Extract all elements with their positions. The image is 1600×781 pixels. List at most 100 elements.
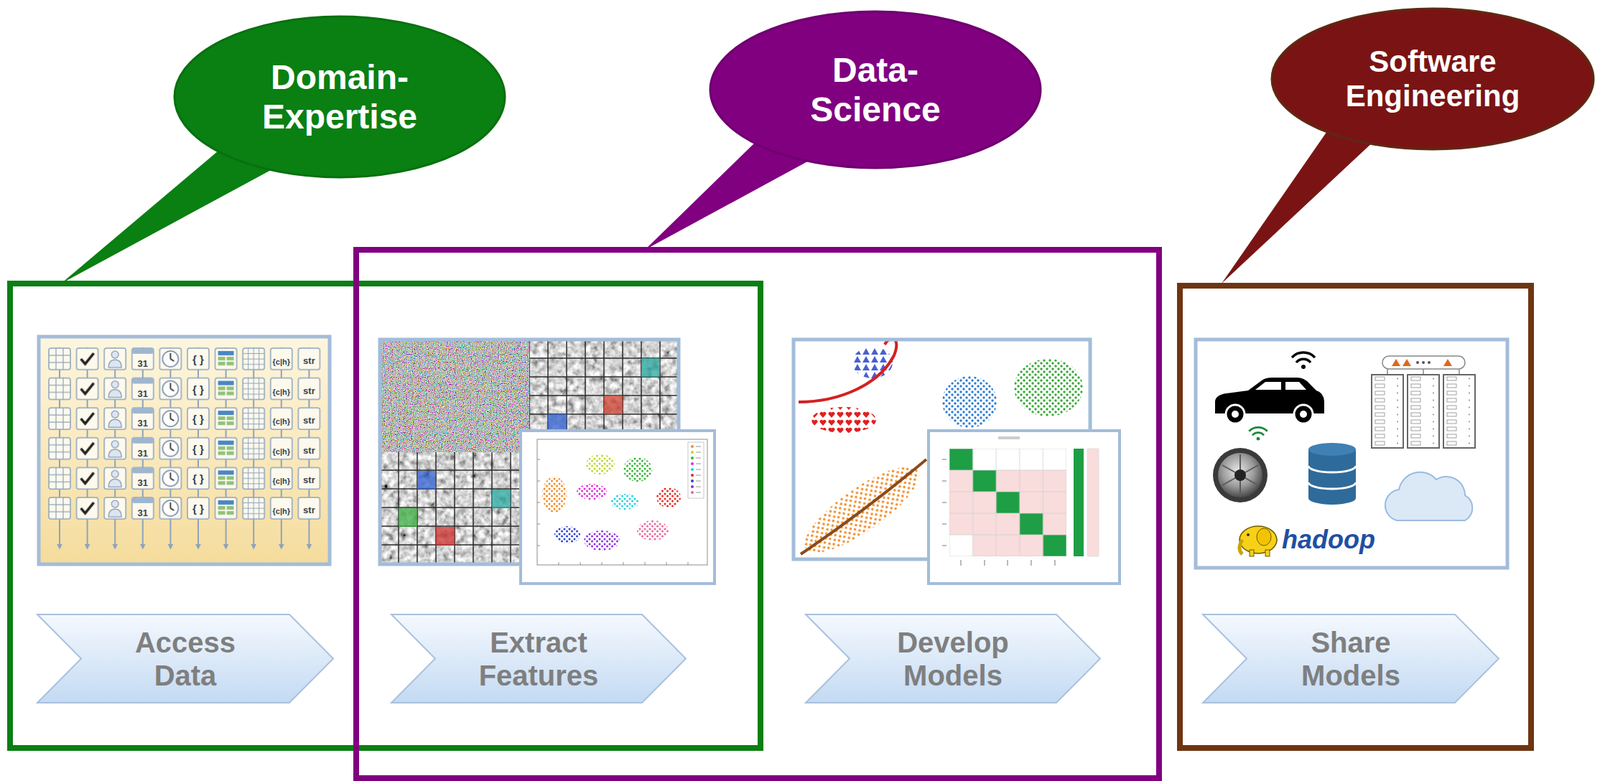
models-picture	[811, 407, 877, 434]
cloud-icon	[1385, 472, 1473, 521]
features-picture	[641, 358, 660, 378]
database-icon	[1308, 443, 1356, 457]
bubble-shape	[708, 10, 1043, 170]
cluster-plot	[690, 456, 694, 460]
models-picture	[798, 339, 897, 403]
cluster-plot	[542, 476, 567, 513]
server-icon	[1371, 356, 1476, 449]
wifi-icon	[1252, 433, 1264, 436]
wifi-icon	[1291, 352, 1315, 358]
speech-bubble: Software Engineering	[1270, 7, 1595, 151]
database-icon	[1308, 443, 1356, 505]
icon-label: {c|h}	[272, 476, 291, 486]
database-icon	[1308, 449, 1356, 505]
bubble-tail	[1221, 129, 1376, 284]
car-icon	[1215, 377, 1325, 424]
server-icon	[1402, 359, 1412, 367]
icon-label: str	[303, 385, 316, 396]
data-table-picture	[270, 347, 293, 522]
icon-label: str	[303, 445, 316, 457]
server-icon	[1443, 374, 1476, 449]
models-picture	[942, 376, 997, 429]
server-icon	[1443, 374, 1476, 449]
step-label: Develop Models	[881, 626, 1025, 693]
bubble-ellipse	[1271, 8, 1594, 150]
icon-label: 31	[137, 418, 148, 429]
confusion-matrix	[949, 448, 1067, 557]
wifi-icon	[1301, 364, 1306, 370]
cluster-plot	[520, 430, 715, 584]
features-picture	[379, 452, 530, 565]
text-block: Access Data	[113, 626, 258, 693]
car-icon	[1285, 382, 1307, 390]
icon-label: 31	[137, 448, 148, 459]
icon-label: {c|h}	[272, 507, 291, 516]
cluster-plot	[537, 439, 708, 566]
icon-label: 31	[137, 478, 148, 489]
icon-label: {c|h}	[272, 417, 291, 426]
cluster-plot	[690, 485, 694, 489]
data-table-picture	[297, 347, 321, 522]
hadoop-elephant	[1246, 533, 1250, 537]
data-table-picture	[131, 347, 155, 522]
cluster-plot	[554, 526, 581, 544]
cluster-plot	[623, 457, 653, 482]
cluster-plot	[583, 530, 620, 551]
wifi-icon	[1248, 427, 1268, 432]
hadoop-elephant	[1249, 550, 1254, 557]
database-icon	[1308, 466, 1356, 490]
chevron-outline	[37, 614, 334, 704]
data-table-picture	[59, 347, 309, 549]
hadoop-elephant	[1239, 540, 1243, 555]
cloud-icon	[1385, 472, 1473, 521]
chevron-outline	[805, 614, 1101, 704]
cluster-plot	[585, 454, 615, 475]
server-icon	[1427, 361, 1431, 365]
data-table-picture	[158, 347, 182, 522]
data-table-picture	[186, 347, 210, 522]
text-block: Domain- Expertise	[249, 57, 430, 137]
step-label: Share Models	[1278, 626, 1423, 693]
cluster-plot	[690, 491, 694, 495]
features-picture	[379, 339, 715, 584]
deployment-picture	[1195, 339, 1508, 569]
wifi-icon	[1248, 427, 1268, 441]
chevron-outline	[391, 614, 686, 704]
text-block: Extract Features	[466, 626, 611, 693]
step-label: Extract Features	[466, 626, 611, 693]
server-icon	[1371, 374, 1404, 449]
features-picture	[379, 452, 530, 565]
speech-bubble: Domain- Expertise	[173, 15, 507, 179]
wifi-icon	[1291, 352, 1315, 370]
server-icon	[1443, 359, 1453, 367]
icon-label: { }	[192, 413, 204, 426]
confusion-matrix	[998, 436, 1020, 440]
cluster-plot	[690, 473, 694, 477]
hadoop-elephant	[1265, 550, 1270, 557]
cluster-plot	[576, 484, 607, 500]
icon-label: {c|h}	[272, 387, 291, 397]
process-chevron: Extract Features	[390, 614, 687, 704]
data-table-picture	[48, 347, 72, 522]
wifi-icon	[1256, 437, 1261, 441]
features-picture	[435, 527, 455, 546]
icon-label: 31	[137, 359, 148, 370]
server-icon	[1421, 361, 1425, 365]
cluster-plot	[690, 479, 694, 483]
data-table-picture	[242, 347, 265, 522]
engine-icon	[1212, 448, 1268, 503]
icon-label: { }	[192, 383, 204, 396]
confusion-matrix	[949, 448, 1067, 557]
bubble-text: Domain- Expertise	[249, 57, 430, 137]
domain-outline	[10, 283, 761, 749]
server-icon	[1382, 356, 1465, 370]
confusion-matrix	[1073, 448, 1084, 557]
region-outlines	[10, 249, 1532, 779]
cluster-plot	[695, 446, 701, 493]
confusion-matrix	[928, 430, 1120, 584]
car-icon	[1231, 410, 1239, 418]
science-outline	[356, 249, 1160, 779]
server-icon	[1371, 374, 1404, 449]
data-table-picture	[103, 347, 127, 522]
